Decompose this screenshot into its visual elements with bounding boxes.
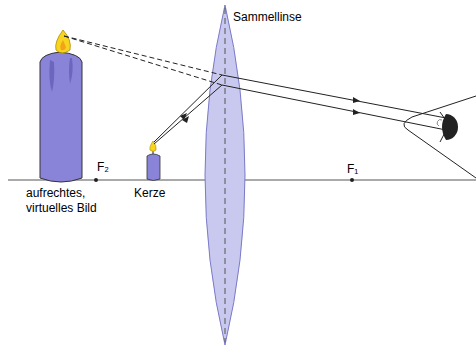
ray-arrow: [353, 97, 360, 103]
light-ray: [154, 75, 446, 142]
focal-label: F₁: [347, 162, 358, 177]
object-label: Kerze: [134, 186, 165, 201]
ray-arrow: [353, 109, 360, 115]
virtual-ray: [64, 36, 222, 85]
light-ray: [154, 85, 446, 144]
lens-label: Sammellinse: [233, 10, 302, 25]
focal-label: F₂: [97, 160, 109, 175]
image-label: aufrechtes, virtuelles Bild: [26, 186, 122, 216]
focal-point: [94, 178, 98, 182]
ray-arrow: [182, 116, 189, 123]
candle: [147, 141, 160, 181]
focal-point: [350, 178, 354, 182]
eye: [404, 96, 476, 178]
lens-axis: [225, 8, 226, 342]
virtual-candle: [40, 30, 82, 182]
virtual-ray: [64, 36, 222, 75]
lens: [205, 5, 245, 345]
